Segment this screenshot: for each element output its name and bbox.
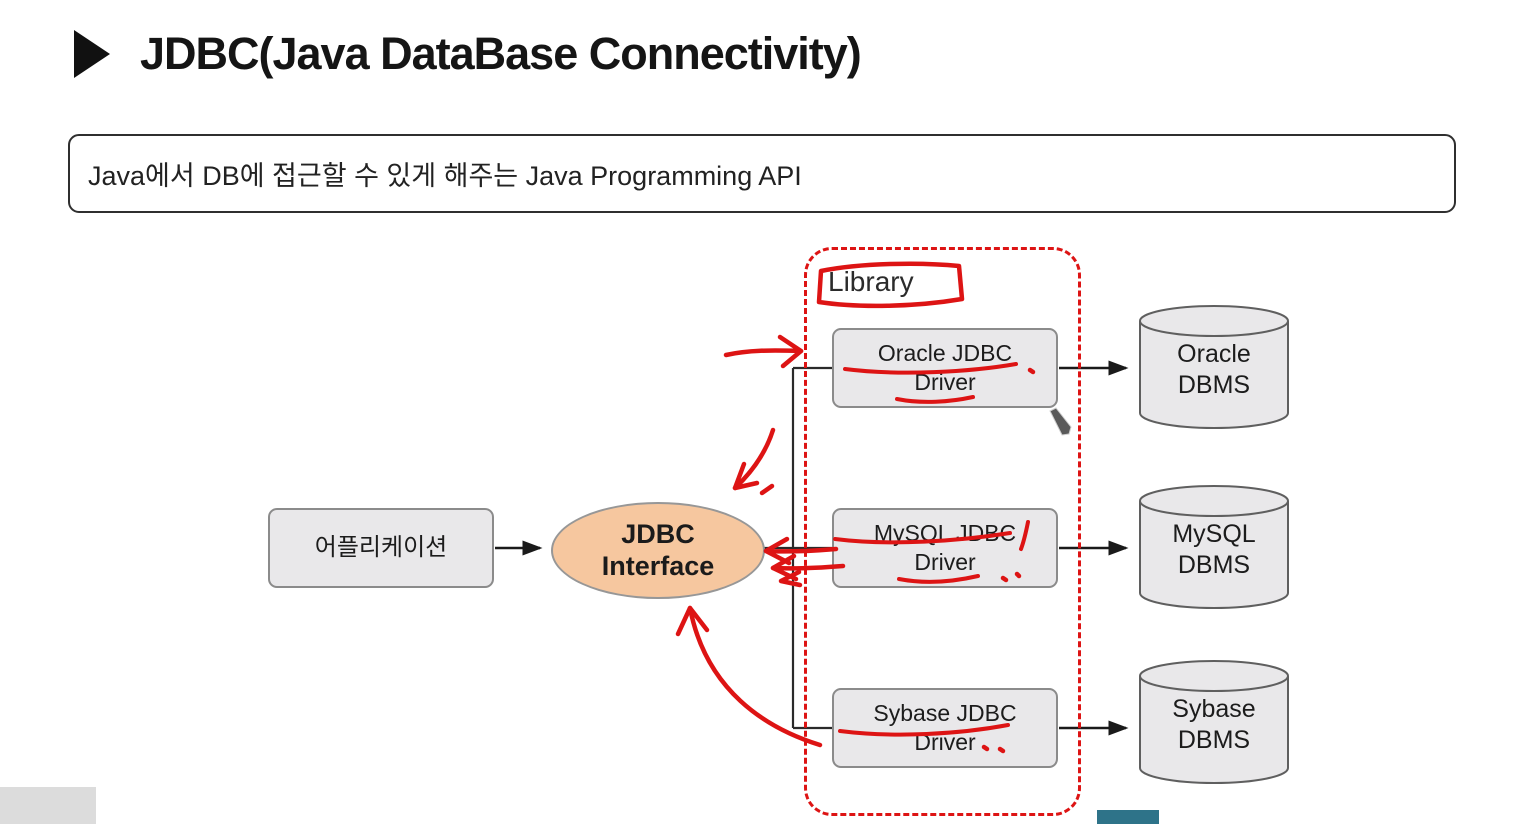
application-label: 어플리케이션 <box>314 534 448 561</box>
library-label: Library <box>828 266 914 297</box>
mysql-dbms-line1: MySQL <box>1172 520 1256 548</box>
oracle-driver-node: Oracle JDBC Driver <box>832 328 1058 408</box>
mysql-driver-line1: MySQL JDBC <box>873 520 1017 547</box>
sybase-dbms-line1: Sybase <box>1172 695 1256 723</box>
cylinder-shape <box>1139 305 1289 429</box>
oracle-dbms-line1: Oracle <box>1177 340 1251 368</box>
mysql-driver-line2: Driver <box>914 549 976 575</box>
application-node: 어플리케이션 <box>268 508 494 588</box>
red-long-curve-head <box>675 605 710 637</box>
oracle-dbms-label: Oracle DBMS <box>1137 339 1291 402</box>
red-arrow-to-oracle-driver <box>723 348 804 358</box>
red-arrow-to-oracle-driver-head <box>777 334 804 369</box>
jdbc-interface-line2: Interface <box>601 550 715 581</box>
description-text: Java에서 DB에 접근할 수 있게 해주는 Java Programming… <box>88 161 802 191</box>
sybase-driver-line1: Sybase JDBC <box>873 700 1017 727</box>
sybase-dbms-line2: DBMS <box>1177 726 1251 755</box>
red-curved-arrow-down <box>732 427 776 491</box>
red-arrow-to-interface-3-chevron <box>778 569 803 588</box>
bullet-triangle-icon <box>74 30 110 78</box>
red-arrow-to-interface-1-head <box>763 536 792 566</box>
header: JDBC(Java DataBase Connectivity) <box>74 28 862 80</box>
oracle-driver-line1: Oracle JDBC <box>877 340 1013 367</box>
oracle-driver-line2: Driver <box>914 369 976 395</box>
pencil-cursor-icon <box>1049 407 1072 436</box>
oracle-dbms-line2: DBMS <box>1177 371 1251 400</box>
bottom-left-fragment <box>0 787 96 824</box>
mysql-driver-node: MySQL JDBC Driver <box>832 508 1058 588</box>
jdbc-interface-node: JDBC Interface <box>551 502 765 599</box>
sybase-driver-node: Sybase JDBC Driver <box>832 688 1058 768</box>
mysql-dbms-line2: DBMS <box>1177 551 1251 580</box>
cylinder-shape <box>1139 485 1289 609</box>
red-tick-near-arrow <box>759 483 775 496</box>
page-title: JDBC(Java DataBase Connectivity) <box>140 28 862 79</box>
bottom-teal-fragment <box>1097 810 1159 824</box>
mysql-dbms-label: MySQL DBMS <box>1137 519 1291 582</box>
sybase-driver-line2: Driver <box>914 729 976 755</box>
red-arrow-to-interface-1 <box>763 546 839 554</box>
oracle-dbms-cylinder: Oracle DBMS <box>1137 303 1291 431</box>
sybase-dbms-cylinder: Sybase DBMS <box>1137 658 1291 786</box>
red-long-curve-sybase-to-interface <box>687 605 823 748</box>
sybase-dbms-label: Sybase DBMS <box>1137 694 1291 757</box>
interface-to-drivers-lines <box>758 366 832 730</box>
description-box: Java에서 DB에 접근할 수 있게 해주는 Java Programming… <box>68 134 1456 213</box>
jdbc-interface-line1: JDBC <box>621 519 695 550</box>
red-arrow-to-interface-2-head <box>770 553 799 582</box>
red-curved-arrow-down-head <box>732 461 760 491</box>
mysql-dbms-cylinder: MySQL DBMS <box>1137 483 1291 611</box>
cylinder-shape <box>1139 660 1289 784</box>
